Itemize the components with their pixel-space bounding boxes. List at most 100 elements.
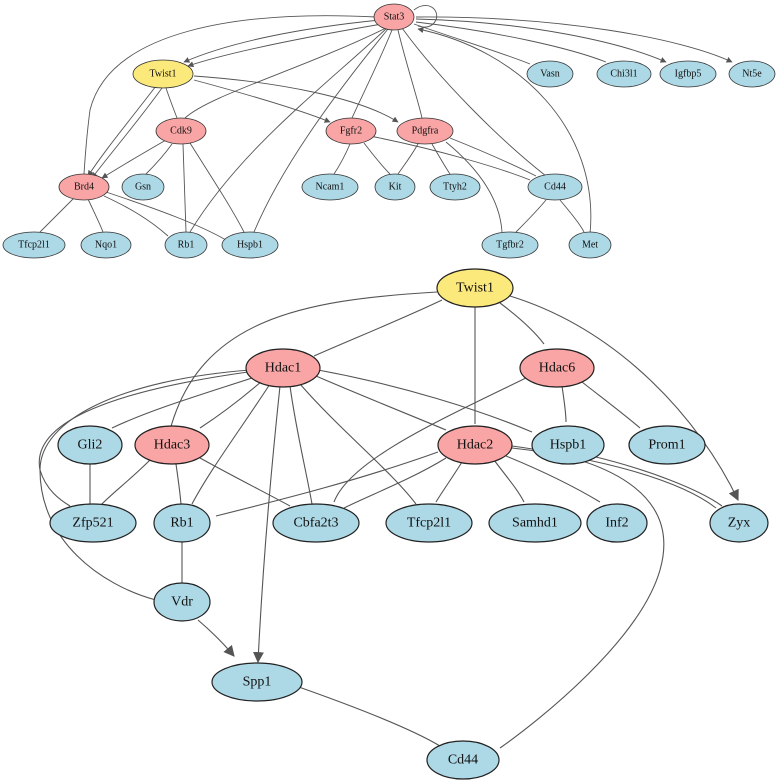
top-node-ncam1: Ncam1	[301, 173, 359, 201]
bottom-node-shape-vdr	[153, 582, 211, 622]
top-node-gsn: Gsn	[121, 173, 165, 201]
edge-hdac2-cd44	[499, 445, 665, 749]
bottom-node-shape-cbfa2t3	[272, 503, 360, 543]
bottom-node-tfcp2l1: Tfcp2l1	[385, 503, 473, 543]
bottom-node-inf2: Inf2	[586, 503, 648, 543]
top-node-shape-twist1	[132, 59, 194, 89]
edge-hdac2-inf2	[505, 455, 601, 503]
top-node-label-vasn: Vasn	[540, 69, 559, 80]
bottom-node-label-hdac3: Hdac3	[154, 438, 191, 453]
bottom-node-label-prom1: Prom1	[648, 438, 685, 453]
edge-hdac3-zfp521	[99, 459, 151, 507]
edge-twist1-brd4-a	[87, 85, 157, 177]
top-node-chi3l1: Chi3l1	[596, 60, 652, 88]
bottom-node-label-vdr: Vdr	[171, 595, 193, 610]
top-node-vasn: Vasn	[526, 60, 574, 88]
bottom-node-hdac2: Hdac2	[437, 425, 513, 465]
edge-hdac1-hspb1	[317, 369, 533, 433]
top-node-label-nt5e: Nt5e	[742, 69, 762, 80]
top-node-shape-kit	[374, 173, 416, 201]
top-node-rb1: Rb1	[164, 231, 208, 259]
top-node-label-rb1: Rb1	[178, 240, 195, 251]
top-node-label-cd44: Cd44	[544, 182, 566, 193]
bottom-node-label-hdac6: Hdac6	[539, 361, 576, 376]
edge-stat3-twist1-b	[187, 23, 383, 68]
edge-stat3-chi3l1	[415, 21, 607, 63]
top-node-shape-met	[568, 231, 612, 259]
bottom-node-label-hdac2: Hdac2	[457, 438, 494, 453]
bottom-node-hspb1: Hspb1	[531, 425, 605, 465]
top-node-label-twist1: Twist1	[149, 69, 176, 80]
top-node-label-stat3: Stat3	[384, 12, 405, 23]
top-node-label-pdgfra: Pdgfra	[412, 126, 439, 137]
top-node-tfcp2l1: Tfcp2l1	[2, 231, 66, 259]
bottom-node-shape-samhd1	[488, 503, 582, 543]
edge-hdac1-cbfa2t3	[289, 385, 313, 505]
edge-hdac1-spp1	[252, 385, 281, 664]
top-node-shape-ttyh2	[429, 173, 481, 201]
bottom-node-shape-tfcp2l1	[385, 503, 473, 543]
top-node-twist1: Twist1	[132, 59, 194, 89]
edge-fgfr2-kit	[363, 142, 391, 175]
bottom-node-cbfa2t3: Cbfa2t3	[272, 503, 360, 543]
edge-stat3-hspb1	[253, 28, 389, 233]
top-node-label-ttyh2: Ttyh2	[443, 182, 467, 193]
bottom-node-shape-zfp521	[49, 503, 137, 543]
edge-hdac1-hdac3	[199, 380, 263, 429]
edge-hdac1-vdr	[39, 369, 251, 601]
top-node-kit: Kit	[374, 173, 416, 201]
bottom-node-zfp521: Zfp521	[49, 503, 137, 543]
top-node-shape-gsn	[121, 173, 165, 201]
edge-hdac3-cbfa2t3	[199, 457, 291, 507]
edge-hdac3-rb1	[175, 463, 182, 505]
top-node-label-gsn: Gsn	[135, 182, 151, 193]
edge-hspb1-zyx	[591, 455, 723, 507]
bottom-node-label-hdac1: Hdac1	[265, 361, 302, 376]
bottom-node-rb1: Rb1	[153, 503, 211, 543]
top-node-label-met: Met	[582, 240, 598, 251]
edge-hdac6-cbfa2t3	[333, 375, 531, 503]
bottom-node-label-twist1: Twist1	[456, 281, 494, 296]
bottom-node-label-cbfa2t3: Cbfa2t3	[293, 516, 338, 531]
bottom-node-label-spp1: Spp1	[243, 675, 272, 690]
top-node-label-cdk9: Cdk9	[170, 126, 192, 137]
top-node-shape-hspb1	[221, 231, 279, 259]
top-node-label-fgfr2: Fgfr2	[340, 126, 362, 137]
bottom-node-shape-hdac2	[437, 425, 513, 465]
top-node-tgfbr2: Tgfbr2	[481, 231, 539, 259]
edge-hdac2-tfcp2l1	[435, 461, 463, 503]
edge-cdk9-rb1	[182, 143, 187, 233]
top-node-nqo1: Nqo1	[80, 231, 132, 259]
bottom-node-label-zyx: Zyx	[728, 516, 751, 531]
top-node-shape-fgfr2	[325, 117, 377, 145]
edge-fgfr2-ncam1	[333, 143, 351, 175]
bottom-network-edges	[38, 291, 739, 749]
top-node-label-tfcp2l1: Tfcp2l1	[18, 240, 50, 251]
edge-stat3-twist1-a	[183, 19, 381, 63]
edge-stat3-pdgfra	[397, 29, 423, 119]
top-node-shape-tgfbr2	[481, 231, 539, 259]
top-node-shape-nqo1	[80, 231, 132, 259]
top-node-shape-pdgfra	[396, 117, 454, 145]
edge-pdgfra-cd44	[449, 137, 537, 177]
edge-stat3-vasn	[413, 23, 531, 65]
top-node-ttyh2: Ttyh2	[429, 173, 481, 201]
bottom-node-label-zfp521: Zfp521	[72, 516, 113, 531]
bottom-node-shape-inf2	[586, 503, 648, 543]
top-node-nt5e: Nt5e	[728, 60, 776, 88]
bottom-node-vdr: Vdr	[153, 582, 211, 622]
edge-hdac6-prom1	[581, 381, 641, 429]
bottom-node-shape-spp1	[211, 662, 303, 702]
edge-brd4-rb1	[103, 195, 169, 237]
edge-twist1-hdac1	[313, 299, 443, 357]
edge-hdac1-tfcp2l1	[299, 383, 417, 505]
top-node-shape-ncam1	[301, 173, 359, 201]
edge-stat3-cdk9	[184, 27, 387, 119]
bottom-node-label-rb1: Rb1	[170, 516, 193, 531]
edge-twist1-fgfr2	[193, 79, 331, 123]
edge-hdac2-cbfa2t3	[343, 457, 447, 509]
bottom-node-label-hspb1: Hspb1	[550, 438, 587, 453]
top-node-pdgfra: Pdgfra	[396, 117, 454, 145]
